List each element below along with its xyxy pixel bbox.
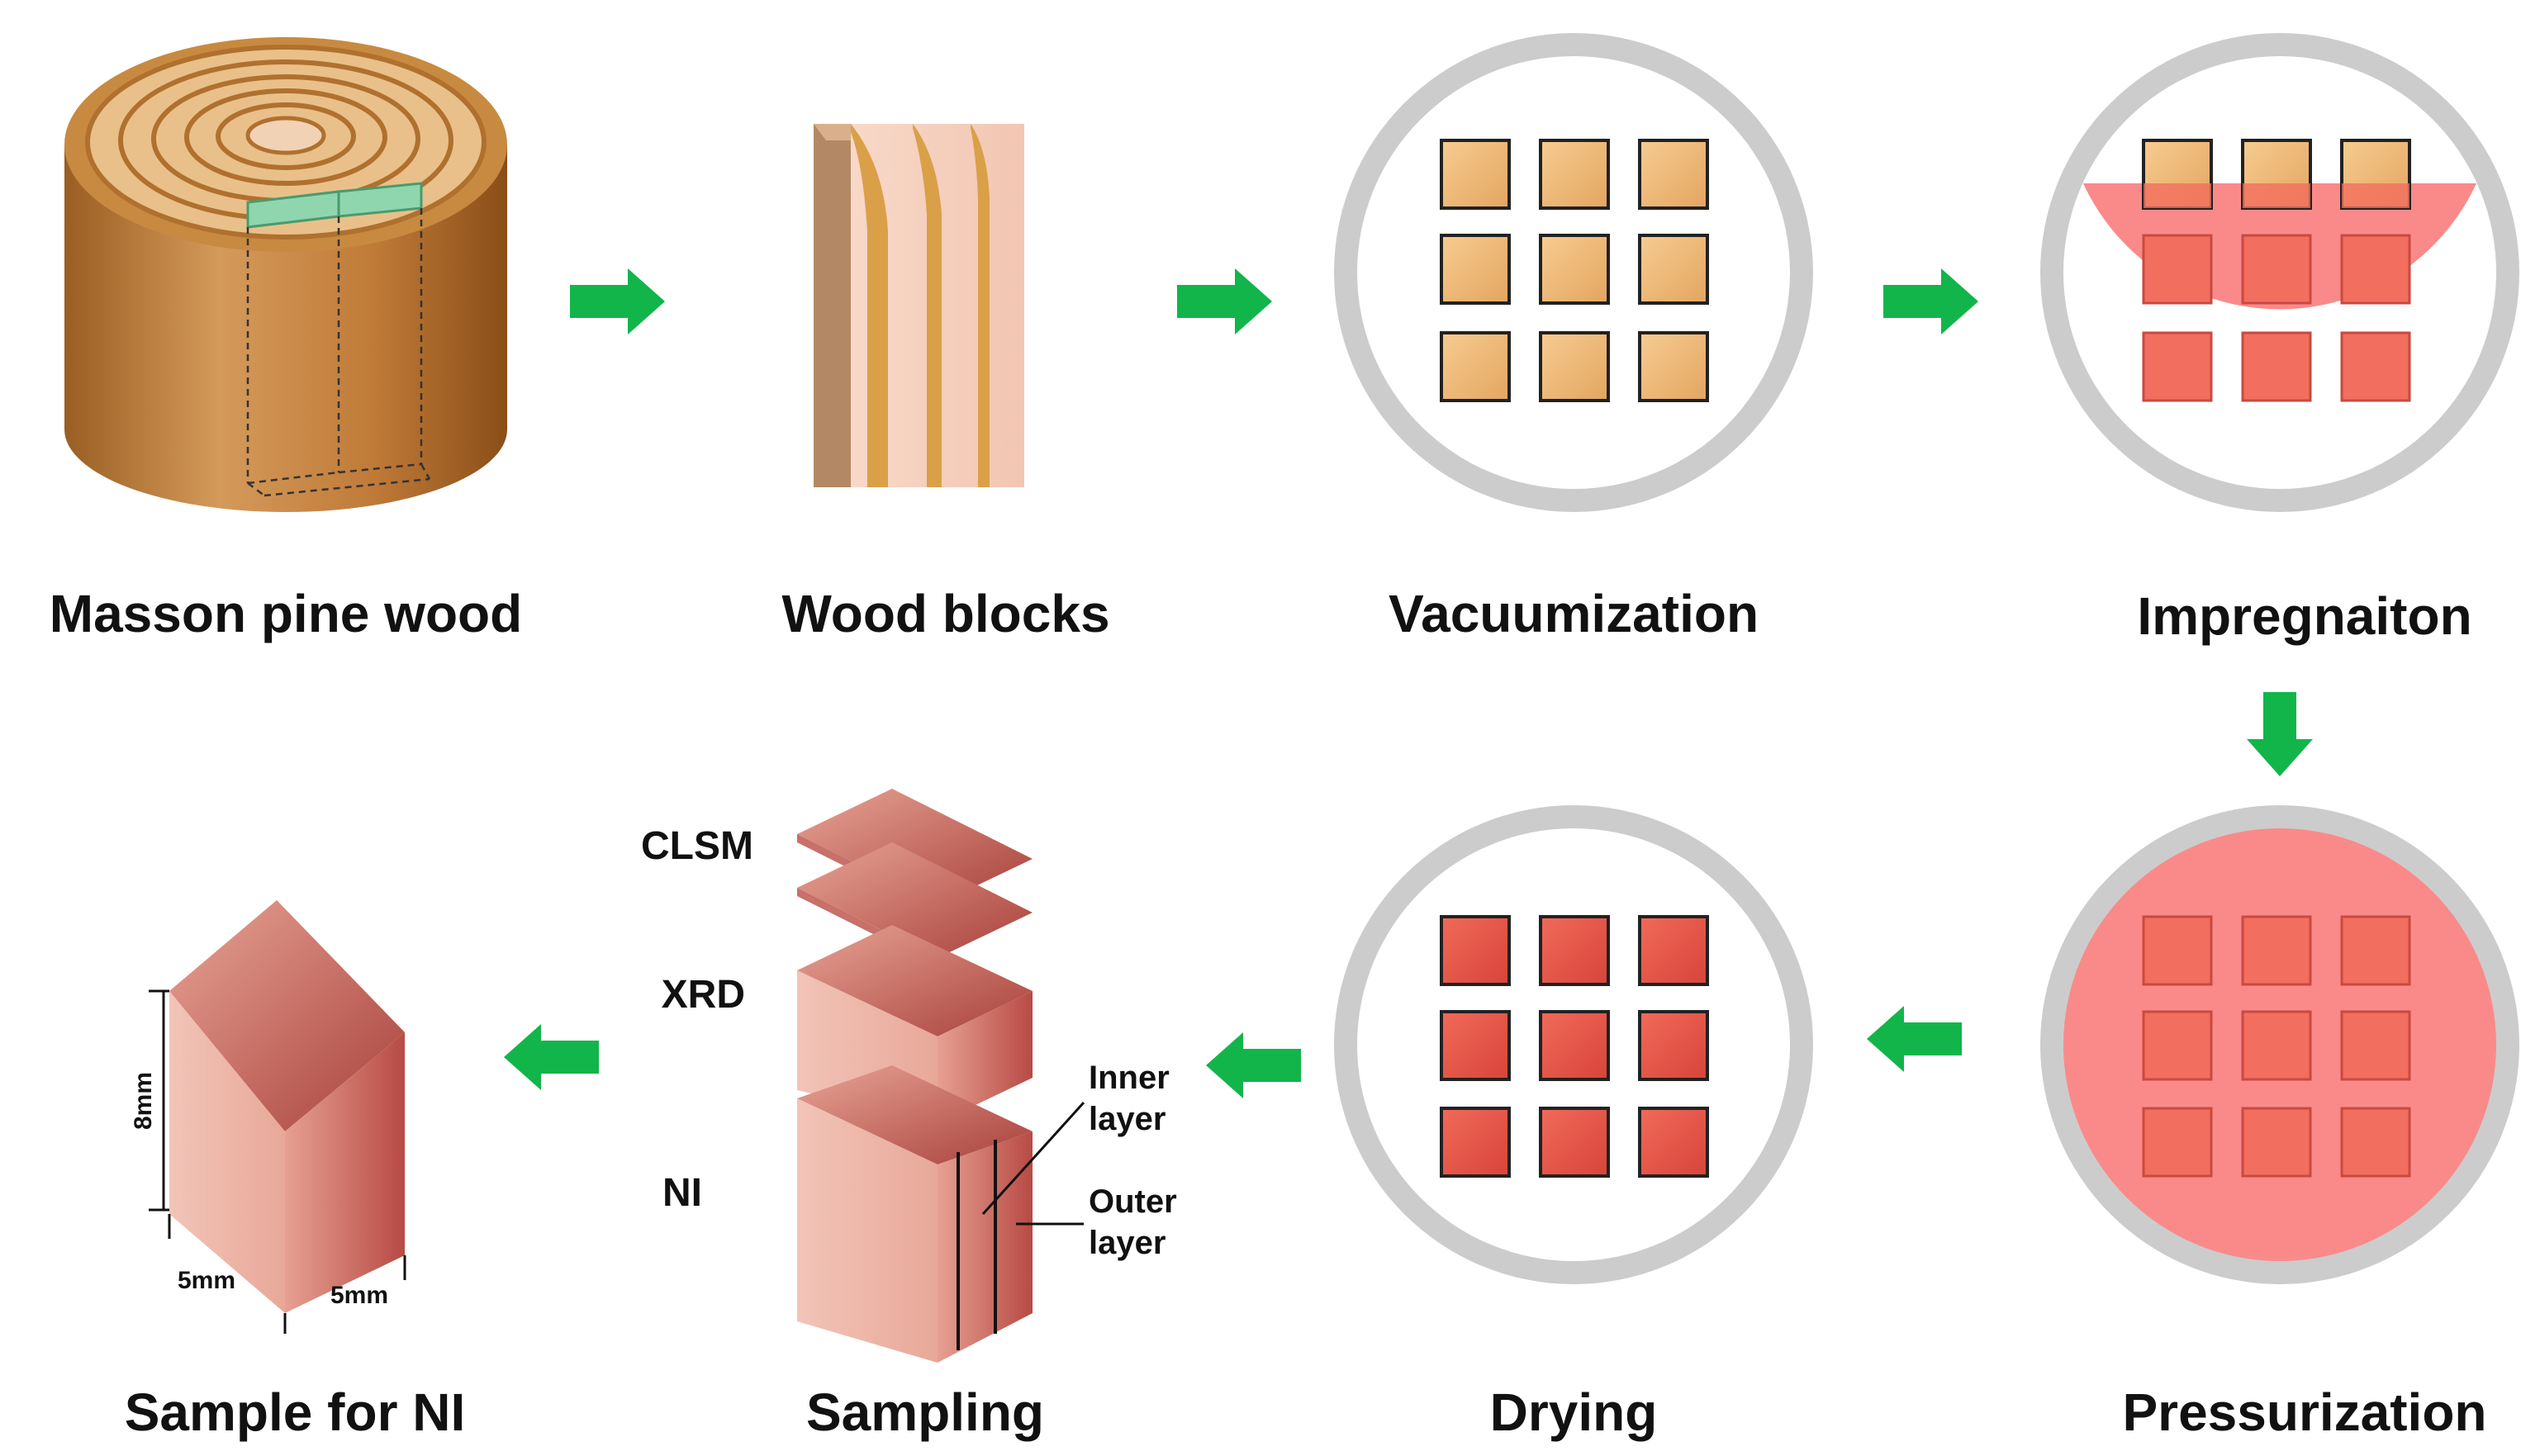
arrow-right-3-icon [1883,268,1978,334]
outer-layer-label-1: Outer [1089,1183,1177,1220]
arrow-left-2-icon [1206,1032,1301,1098]
pressurization-dish-icon [2040,805,2519,1284]
wood-blocks-label: Wood blocks [781,584,1109,643]
height-dimension-label: 8mm [130,1072,157,1130]
arrow-down-icon [2247,692,2313,776]
drying-label: Drying [1490,1382,1658,1442]
sample-for-ni-label: Sample for NI [125,1382,466,1442]
arrow-right-1-icon [570,268,665,334]
xrd-label: XRD [662,973,745,1017]
arrow-left-1-icon [1867,1006,1962,1072]
impregnation-dish-icon [2040,33,2519,512]
pressurization-label: Pressurization [2122,1382,2486,1442]
wood-block-icon [814,124,1024,487]
log-icon [64,37,507,512]
inner-layer-label-1: Inner [1089,1060,1170,1096]
arrow-right-2-icon [1177,268,1272,334]
sampling-block-icon [797,789,1085,1363]
treated-block-grid [1440,915,1709,1178]
width-dimension-label: 5mm [330,1282,388,1309]
ni-label: NI [662,1171,702,1215]
impregnation-label: Impregnaiton [2137,586,2471,646]
vacuum-dish-icon [1334,33,1813,512]
depth-dimension-label: 5mm [178,1267,235,1294]
drying-dish-icon [1334,805,1813,1284]
arrow-left-3-icon [504,1024,599,1090]
clsm-label: CLSM [641,824,753,868]
untreated-block-grid [1440,139,1709,402]
ni-sample-icon [149,900,406,1334]
inner-layer-label-2: layer [1089,1101,1166,1137]
sampling-label: Sampling [806,1382,1044,1442]
masson-pine-wood-label: Masson pine wood [50,584,522,643]
outer-layer-label-2: layer [1089,1225,1166,1261]
vacuumization-label: Vacuumization [1389,584,1759,643]
